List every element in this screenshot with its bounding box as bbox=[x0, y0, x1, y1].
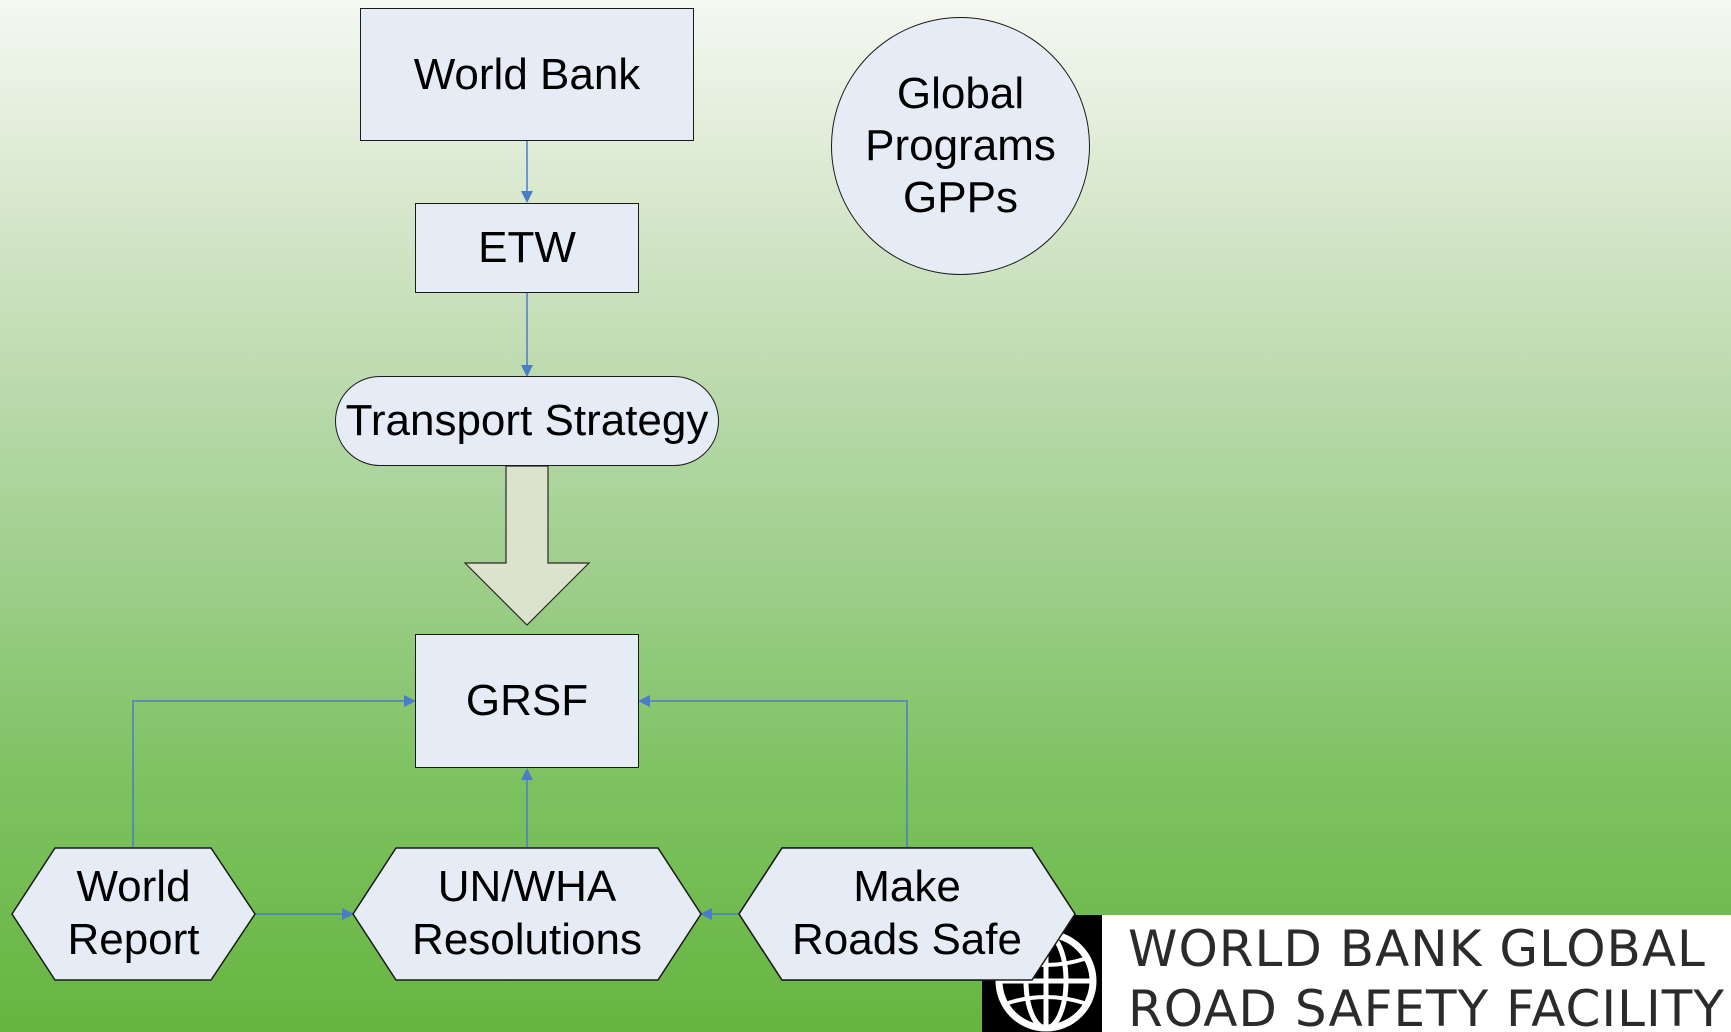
transport-strategy-label: Transport Strategy bbox=[345, 396, 709, 446]
grsf-logo: WORLD BANK GLOBAL ROAD SAFETY FACILITY bbox=[982, 915, 1731, 1032]
edge-worldreport-grsf bbox=[132, 695, 416, 847]
world-report-node: World Report bbox=[12, 848, 255, 980]
logo-line-2: ROAD SAFETY FACILITY bbox=[1128, 980, 1725, 1032]
un-wha-node: UN/WHA Resolutions bbox=[353, 848, 701, 980]
grsf-node: GRSF bbox=[415, 634, 639, 768]
global-programs-node: Global Programs GPPs bbox=[831, 17, 1090, 275]
world-bank-node: World Bank bbox=[360, 8, 694, 141]
world-bank-label: World Bank bbox=[413, 49, 641, 99]
world-report-shape bbox=[11, 847, 256, 981]
un-wha-label: UN/WHA Resolutions bbox=[412, 862, 642, 964]
logo-line-1: WORLD BANK GLOBAL bbox=[1128, 920, 1706, 978]
un-wha-shape bbox=[352, 847, 702, 981]
world-report-label: World Report bbox=[67, 862, 200, 964]
etw-label: ETW bbox=[478, 223, 576, 273]
make-roads-safe-shape-front bbox=[738, 847, 1076, 981]
transport-strategy-node: Transport Strategy bbox=[335, 376, 719, 466]
make-roads-safe-label: Make Roads Safe bbox=[792, 862, 1022, 964]
make-roads-safe-node: Make Roads Safe bbox=[739, 848, 1075, 980]
block-arrow-transport-grsf bbox=[463, 465, 591, 626]
etw-node: ETW bbox=[415, 203, 639, 293]
grsf-label: GRSF bbox=[465, 676, 589, 726]
global-programs-label: Global Programs GPPs bbox=[865, 69, 1056, 222]
logo-text: WORLD BANK GLOBAL ROAD SAFETY FACILITY bbox=[1128, 919, 1725, 1032]
edge-makeroadssafe-grsf bbox=[638, 695, 908, 847]
